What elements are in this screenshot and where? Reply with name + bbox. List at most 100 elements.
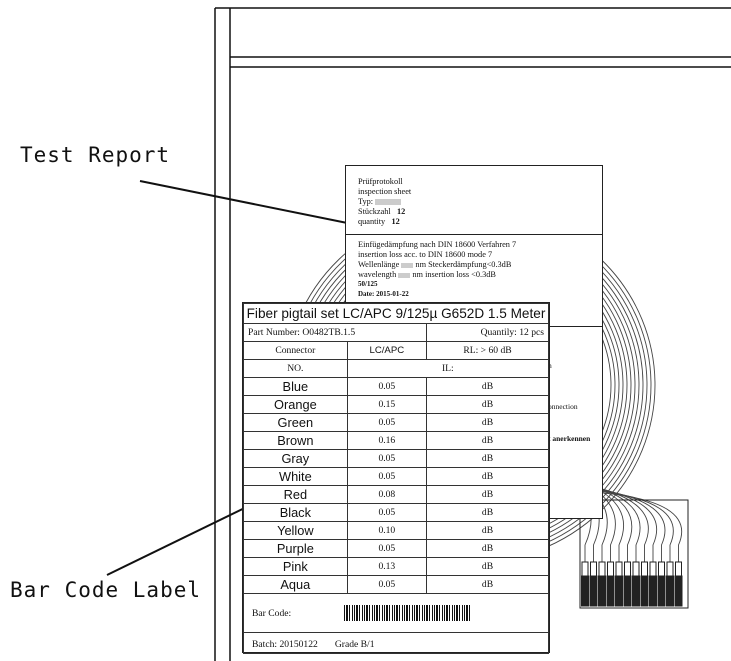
sheet-line: Einfügedämpfung nach DIN 18600 Verfahren… (358, 240, 517, 249)
sheet-peek-text: t anerkennen (548, 434, 591, 443)
sheet-quantity: quantity 12 (358, 217, 400, 227)
batch-row: Batch: 20150122 Grade B/1 (243, 632, 549, 654)
connector-body (657, 575, 666, 607)
fiber-color: Blue (243, 377, 348, 396)
connector-boot (641, 561, 648, 577)
insertion-loss-unit: dB (425, 431, 550, 450)
sheet-wavelength-en-label: wavelength (358, 270, 397, 279)
fiber-color: Black (243, 503, 348, 522)
batch: Batch: 20150122 (252, 638, 318, 650)
insertion-loss-value: 0.05 (346, 449, 427, 468)
connector-boot (649, 561, 657, 577)
lc-connectors (579, 499, 689, 609)
fiber-color: Gray (243, 449, 348, 468)
insertion-loss-unit: dB (425, 413, 550, 432)
sheet-wavelength-de: Wellenlänge nm Steckerdämpfung<0.3dB (358, 260, 511, 270)
connector-value: LC/APC (346, 341, 427, 360)
insertion-loss-unit: dB (425, 539, 550, 558)
sheet-peek-text: onnection (548, 402, 578, 411)
insertion-loss-unit: dB (425, 521, 550, 540)
connector-boot (624, 561, 631, 577)
insertion-loss-unit: dB (425, 377, 550, 396)
test-report-callout: Test Report (20, 143, 171, 167)
no-header: NO. (243, 359, 348, 378)
connector-body (589, 575, 598, 607)
bar-code-label: Fiber pigtail set LC/APC 9/125µ G652D 1.… (242, 302, 550, 654)
sheet-wavelength-en: wavelength nm insertion loss <0.3dB (358, 270, 496, 280)
insertion-loss-value: 0.13 (346, 557, 427, 576)
fiber-color: Red (243, 485, 348, 504)
redacted-type (375, 199, 402, 206)
connector-boot (581, 561, 589, 577)
fiber-color: Brown (243, 431, 348, 450)
sheet-line: inspection sheet (358, 187, 412, 196)
connector-holder (579, 499, 689, 609)
connector-body (666, 575, 674, 607)
insertion-loss-value: 0.15 (346, 395, 427, 414)
fiber-color: Pink (243, 557, 348, 576)
insertion-loss-unit: dB (425, 395, 550, 414)
sheet-line: 50/125 (358, 280, 378, 288)
connector-boot (675, 561, 682, 577)
insertion-loss-unit: dB (425, 503, 550, 522)
redacted-wavelength (398, 272, 411, 278)
sheet-line: insertion loss acc. to DIN 18600 mode 7 (358, 250, 493, 259)
connector-body (606, 575, 615, 607)
fiber-color: Purple (243, 539, 348, 558)
insertion-loss-unit: dB (425, 575, 550, 594)
connector-body (581, 575, 589, 607)
insertion-loss-value: 0.08 (346, 485, 427, 504)
sheet-date: Date: 2015-01-22 (358, 290, 409, 298)
fiber-lead (592, 491, 683, 565)
insertion-loss-value: 0.05 (346, 503, 427, 522)
return-loss: RL: > 60 dB (425, 341, 550, 360)
insertion-loss-unit: dB (425, 557, 550, 576)
quantity: Quantily: 12 pcs (425, 323, 550, 342)
insertion-loss-value: 0.05 (346, 377, 427, 396)
connector-body (674, 575, 683, 607)
sheet-type: Typ: (358, 197, 402, 207)
test-report-leader (139, 180, 373, 229)
sheet-wavelength-de-rest: nm Steckerdämpfung<0.3dB (415, 260, 512, 269)
connector-boot (658, 561, 665, 577)
fiber-lead (583, 485, 658, 565)
insertion-loss-value: 0.05 (346, 575, 427, 594)
insertion-loss-unit: dB (425, 485, 550, 504)
insertion-loss-value: 0.05 (346, 467, 427, 486)
il-header: IL: (346, 359, 550, 378)
label-table: Fiber pigtail set LC/APC 9/125µ G652D 1.… (243, 303, 550, 654)
barcode-image (344, 605, 473, 622)
fiber-lead (586, 487, 666, 565)
fiber-color: Aqua (243, 575, 348, 594)
connector-boot (632, 561, 640, 577)
connector-boot (598, 561, 606, 577)
fiber-color: Green (243, 413, 348, 432)
bar-code-label-callout: Bar Code Label (10, 578, 202, 602)
connector-body (640, 575, 649, 607)
fiber-lead (589, 489, 674, 565)
fiber-color: Orange (243, 395, 348, 414)
sheet-divider (346, 234, 602, 235)
sheet-type-label: Typ: (358, 197, 374, 206)
sheet-stueckzahl: Stückzahl 12 (358, 207, 405, 217)
redacted-wavelength (401, 262, 414, 268)
insertion-loss-unit: dB (425, 467, 550, 486)
sheet-stueckzahl-value: 12 (396, 207, 406, 216)
insertion-loss-unit: dB (425, 449, 550, 468)
insertion-loss-value: 0.10 (346, 521, 427, 540)
label-title: Fiber pigtail set LC/APC 9/125µ G652D 1.… (243, 303, 549, 324)
fiber-color: White (243, 467, 348, 486)
